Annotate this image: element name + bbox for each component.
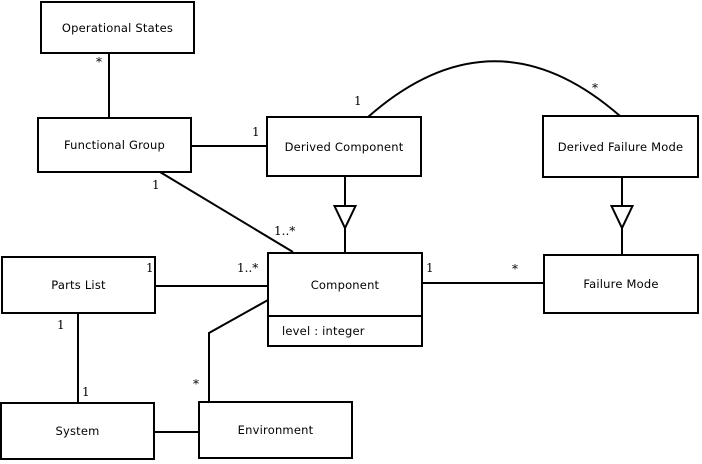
class-box-component: Component level : integer [267, 252, 423, 347]
class-label-system: System [55, 424, 100, 438]
class-label-parts-list: Parts List [51, 278, 106, 292]
multiplicity-parts-list-one: 1 [146, 261, 154, 275]
class-label-derived-failure-mode: Derived Failure Mode [557, 139, 684, 154]
generalization-triangle-icon [332, 205, 358, 231]
component-attributes-compartment: level : integer [269, 317, 421, 345]
association-derived-component-derived-failure-mode-arc [367, 60, 621, 118]
multiplicity-failure-mode-star: * [512, 262, 518, 276]
multiplicity-parts-list-system-one-lower: 1 [82, 385, 90, 399]
class-box-failure-mode: Failure Mode [543, 254, 699, 314]
class-box-parts-list: Parts List [1, 256, 156, 314]
association-functional-group-component [159, 171, 294, 253]
multiplicity-parts-list-system-one-upper: 1 [57, 318, 65, 332]
multiplicity-arc-one: 1 [354, 94, 362, 108]
class-box-functional-group: Functional Group [37, 117, 192, 173]
class-box-derived-failure-mode: Derived Failure Mode [542, 115, 699, 178]
class-label-failure-mode: Failure Mode [583, 277, 659, 291]
multiplicity-component-one-to-many-fg: 1..* [274, 224, 296, 238]
multiplicity-derived-component-one: 1 [252, 125, 260, 139]
class-box-environment: Environment [198, 401, 353, 459]
multiplicity-operational-states-star: * [96, 55, 102, 69]
class-label-functional-group: Functional Group [63, 138, 166, 152]
multiplicity-functional-group-one: 1 [152, 178, 160, 192]
multiplicity-component-one-to-many-pl: 1..* [237, 261, 259, 275]
association-component-environment [208, 299, 269, 402]
class-label-derived-component: Derived Component [284, 139, 404, 154]
component-name-compartment: Component [269, 254, 421, 317]
multiplicity-component-one-fm: 1 [426, 261, 434, 275]
class-box-operational-states: Operational States [40, 1, 195, 54]
class-box-derived-component: Derived Component [266, 116, 422, 177]
class-label-operational-states: Operational States [61, 20, 174, 35]
class-box-system: System [0, 402, 155, 460]
multiplicity-environment-star: * [193, 377, 199, 391]
multiplicity-arc-star: * [592, 81, 598, 95]
component-attribute-level: level : integer [282, 324, 365, 338]
class-label-component: Component [310, 277, 380, 292]
class-label-environment: Environment [237, 423, 314, 437]
generalization-triangle-icon [609, 205, 635, 231]
